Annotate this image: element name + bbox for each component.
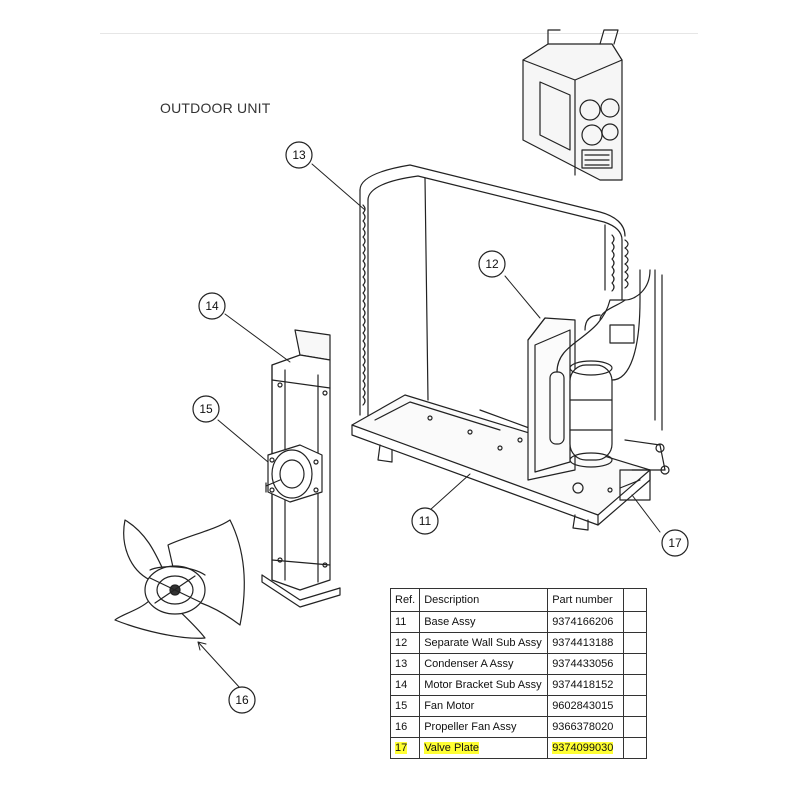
row-part-number: 9374433056 — [547, 653, 625, 675]
row-part-number-text: 9374099030 — [552, 742, 614, 754]
header-part-number: Part number — [547, 588, 625, 612]
table-row: 16 Propeller Fan Assy 9366378020 — [389, 716, 648, 738]
table-row-highlighted: 17 Valve Plate 9374099030 — [389, 737, 648, 759]
row-empty — [623, 716, 648, 738]
parts-table-header-row: Ref. Description Part number — [389, 588, 648, 612]
row-description: Fan Motor — [419, 695, 549, 717]
compressor-illustration — [549, 269, 670, 501]
row-ref: 16 — [389, 716, 421, 738]
header-empty — [623, 588, 648, 612]
row-description: Base Assy — [419, 611, 549, 633]
row-part-number: 9374418152 — [547, 674, 625, 696]
row-ref-text: 17 — [395, 742, 408, 754]
callout-17: 17 — [668, 536, 682, 550]
row-part-number: 9366378020 — [547, 716, 625, 738]
callout-13-circle — [285, 141, 313, 169]
row-empty — [623, 737, 648, 759]
callout-15-circle — [192, 395, 220, 423]
callout-17-circle — [661, 529, 689, 557]
table-row: 13 Condenser A Assy 9374433056 — [389, 653, 648, 675]
row-description-text: Valve Plate — [424, 742, 480, 754]
row-ref: 15 — [389, 695, 421, 717]
row-part-number: 9374166206 — [547, 611, 625, 633]
table-row: 14 Motor Bracket Sub Assy 9374418152 — [389, 674, 648, 696]
callout-16-circle — [228, 686, 256, 714]
header-description: Description — [419, 588, 549, 612]
callout-14: 14 — [205, 299, 219, 313]
row-part-number: 9602843015 — [547, 695, 625, 717]
top-divider — [100, 33, 698, 34]
row-part-number: 9374413188 — [547, 632, 625, 654]
condenser-illustration — [359, 164, 629, 419]
row-ref: 14 — [389, 674, 421, 696]
leader-lines — [197, 163, 661, 689]
table-row: 11 Base Assy 9374166206 — [389, 611, 648, 633]
callout-12: 12 — [485, 257, 499, 271]
table-row: 12 Separate Wall Sub Assy 9374413188 — [389, 632, 648, 654]
callout-circles — [192, 141, 689, 714]
row-empty — [623, 695, 648, 717]
row-empty — [623, 611, 648, 633]
callout-16: 16 — [235, 693, 249, 707]
separate-wall-illustration — [527, 317, 576, 481]
callout-15: 15 — [199, 402, 213, 416]
callout-11-circle — [411, 507, 439, 535]
row-part-number: 9374099030 — [547, 737, 625, 759]
callout-14-circle — [198, 292, 226, 320]
section-title: OUTDOOR UNIT — [160, 100, 271, 116]
row-empty — [623, 674, 648, 696]
callout-12-circle — [478, 250, 506, 278]
row-description: Separate Wall Sub Assy — [419, 632, 549, 654]
row-ref: 13 — [389, 653, 421, 675]
propeller-fan-illustration — [114, 519, 245, 639]
row-description: Valve Plate — [419, 737, 549, 759]
row-description: Propeller Fan Assy — [419, 716, 549, 738]
table-row: 15 Fan Motor 9602843015 — [389, 695, 648, 717]
row-empty — [623, 632, 648, 654]
parts-table: Ref. Description Part number 11 Base Ass… — [389, 588, 648, 759]
row-description: Motor Bracket Sub Assy — [419, 674, 549, 696]
callout-13: 13 — [292, 148, 306, 162]
electrical-box-illustration — [522, 29, 623, 181]
callout-11: 11 — [419, 514, 432, 528]
row-empty — [623, 653, 648, 675]
row-ref: 17 — [389, 737, 421, 759]
row-ref: 11 — [389, 611, 421, 633]
fan-motor-illustration — [265, 444, 323, 503]
row-description: Condenser A Assy — [419, 653, 549, 675]
header-ref: Ref. — [389, 588, 421, 612]
row-ref: 12 — [389, 632, 421, 654]
